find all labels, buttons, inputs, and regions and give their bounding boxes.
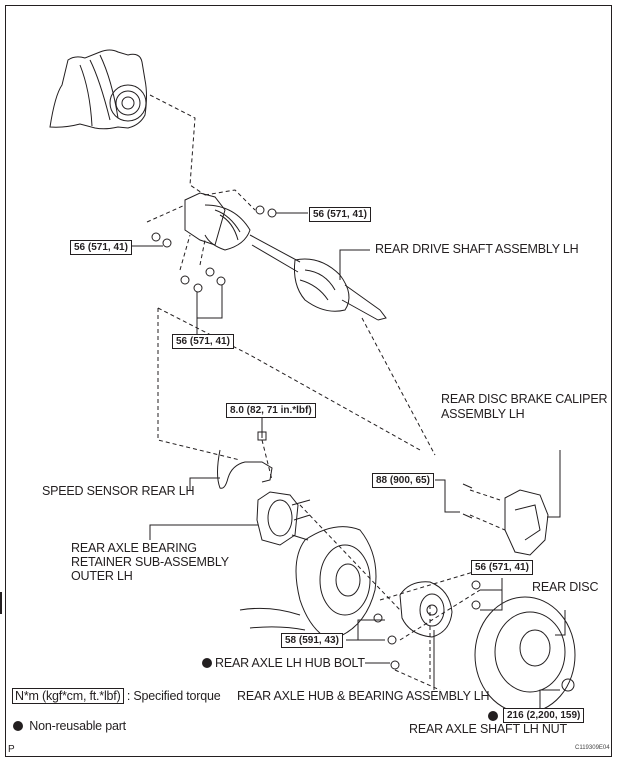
- label-retainer-line3: OUTER LH: [71, 569, 133, 583]
- label-caliper-line1: REAR DISC BRAKE CALIPER: [441, 392, 608, 406]
- torque-spec-hub-nuts-right: 56 (571, 41): [471, 560, 533, 575]
- torque-spec-diff-right: 56 (571, 41): [309, 207, 371, 222]
- label-retainer-line2: RETAINER SUB-ASSEMBLY: [71, 555, 229, 569]
- caliper-illustration: [462, 483, 549, 556]
- backing-plate-illustration: [239, 526, 377, 641]
- differential-illustration: [49, 49, 147, 130]
- non-reusable-dot-icon: [13, 721, 23, 731]
- page-edge-mark: [0, 592, 2, 614]
- non-reusable-dot-icon: [488, 711, 498, 721]
- label-hub-bearing: REAR AXLE HUB & BEARING ASSEMBLY LH: [237, 689, 490, 703]
- legend-torque-desc: : Specified torque: [126, 689, 221, 703]
- drive-shaft-illustration: [184, 192, 387, 321]
- non-reusable-dot-icon: [202, 658, 212, 668]
- torque-spec-caliper-bolts: 88 (900, 65): [372, 473, 434, 488]
- legend-non-reusable: Non-reusable part: [13, 719, 126, 734]
- hub-bearing-illustration: [373, 580, 481, 670]
- label-speed-sensor: SPEED SENSOR REAR LH: [42, 484, 195, 498]
- torque-spec-diff-left: 56 (571, 41): [70, 240, 132, 255]
- torque-spec-shaft-nut: 216 (2,200, 159): [503, 708, 585, 723]
- legend-torque-unit: N*m (kgf*cm, ft.*lbf): [12, 688, 124, 704]
- label-rear-disc: REAR DISC: [532, 580, 599, 594]
- leader-lines: [128, 212, 566, 708]
- label-drive-shaft: REAR DRIVE SHAFT ASSEMBLY LH: [375, 242, 579, 256]
- speed-sensor-illustration: [217, 431, 273, 489]
- label-caliper-line2: ASSEMBLY LH: [441, 407, 525, 421]
- rear-disc-illustration: [474, 596, 576, 714]
- label-retainer-line1: REAR AXLE BEARING: [71, 541, 197, 555]
- diagram-frame: [5, 5, 612, 757]
- label-shaft-nut: REAR AXLE SHAFT LH NUT: [409, 722, 567, 736]
- torque-spec-sensor-bolt: 8.0 (82, 71 in.*lbf): [226, 403, 316, 418]
- shaft-nuts: [151, 205, 277, 293]
- label-hub-bolt: REAR AXLE LH HUB BOLT: [202, 656, 365, 671]
- legend-torque: N*m (kgf*cm, ft.*lbf) : Specified torque: [12, 688, 221, 704]
- corner-mark: P: [8, 744, 15, 755]
- figure-code: C119309E04: [575, 745, 610, 751]
- assembly-dashed-lines: [146, 94, 506, 691]
- torque-spec-hub-nuts-left: 58 (591, 43): [281, 633, 343, 648]
- bearing-retainer-illustration: [256, 491, 311, 546]
- torque-spec-diff-bottom: 56 (571, 41): [172, 334, 234, 349]
